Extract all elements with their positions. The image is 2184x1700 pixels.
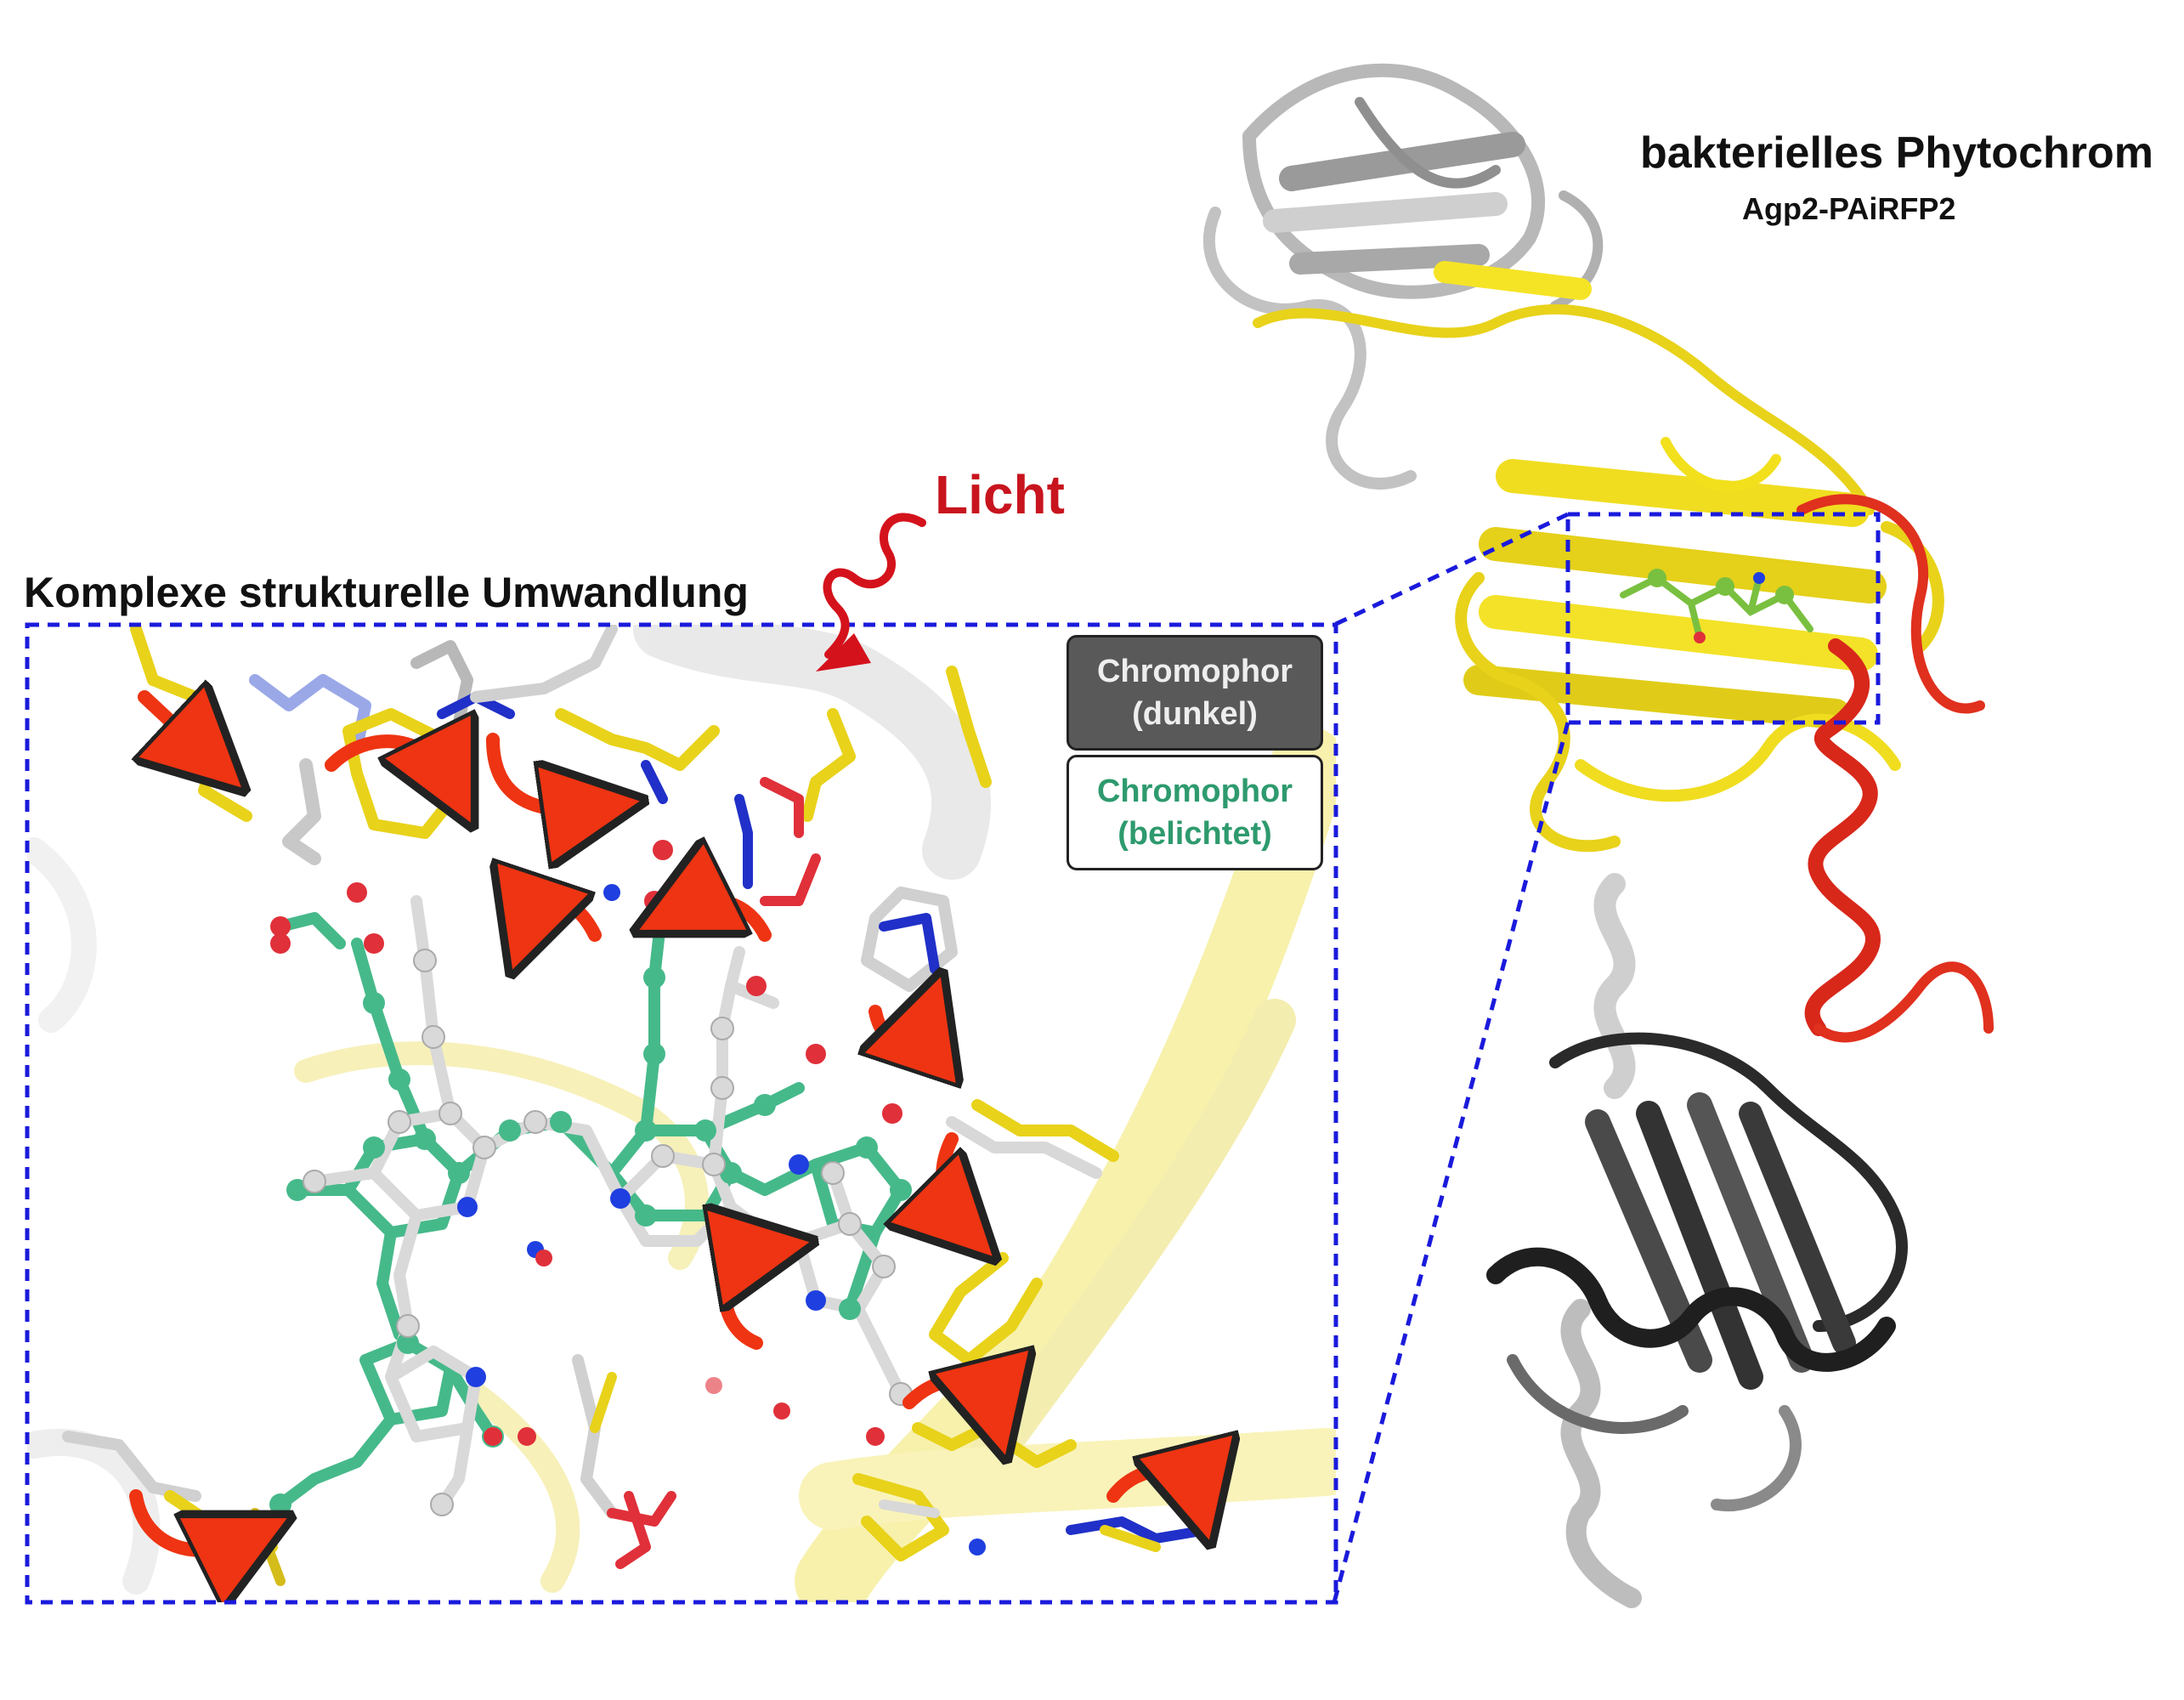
red-helix [1796, 494, 1994, 1043]
legend-light-line1: Chromophor [1096, 774, 1293, 809]
yellow-gaf-domain [1253, 261, 1944, 853]
grey-top-domain [1203, 63, 1604, 490]
light-arrow [816, 513, 926, 672]
legend-light-line2: (belichtet) [1117, 816, 1272, 852]
overview-selection-box [1565, 512, 1881, 725]
protein-structure [1203, 63, 1994, 1608]
conformational-arrows [129, 697, 1198, 1550]
figure-title: bakterielles Phytochrom [1640, 128, 2153, 178]
legend-dark-line2: (dunkel) [1132, 696, 1258, 732]
chromophore-dark [308, 895, 907, 1510]
light-arrowhead [816, 633, 871, 672]
legend-dark-line1: Chromophor [1096, 654, 1293, 689]
legend-chromophore-dark: Chromophor (dunkel) [1067, 635, 1323, 751]
zoom-connector-lines [1332, 512, 1570, 1603]
light-label: Licht [935, 464, 1065, 525]
atoms-grey [303, 949, 913, 1516]
dark-phy-domain [1486, 1032, 1908, 1512]
grey-helix-stalk [1560, 873, 1642, 1608]
inset-title: Komplexe strukturelle Umwandlung [24, 569, 749, 616]
atoms-nitrogen [457, 884, 986, 1556]
inset-frame [25, 622, 1338, 1605]
inset-panel [25, 622, 1338, 1605]
overview-chromophore [1620, 569, 1813, 643]
figure-subtitle: Agp2-PAiRFP2 [1742, 191, 1956, 226]
legend-chromophore-illuminated: Chromophor (belichtet) [1067, 755, 1323, 870]
